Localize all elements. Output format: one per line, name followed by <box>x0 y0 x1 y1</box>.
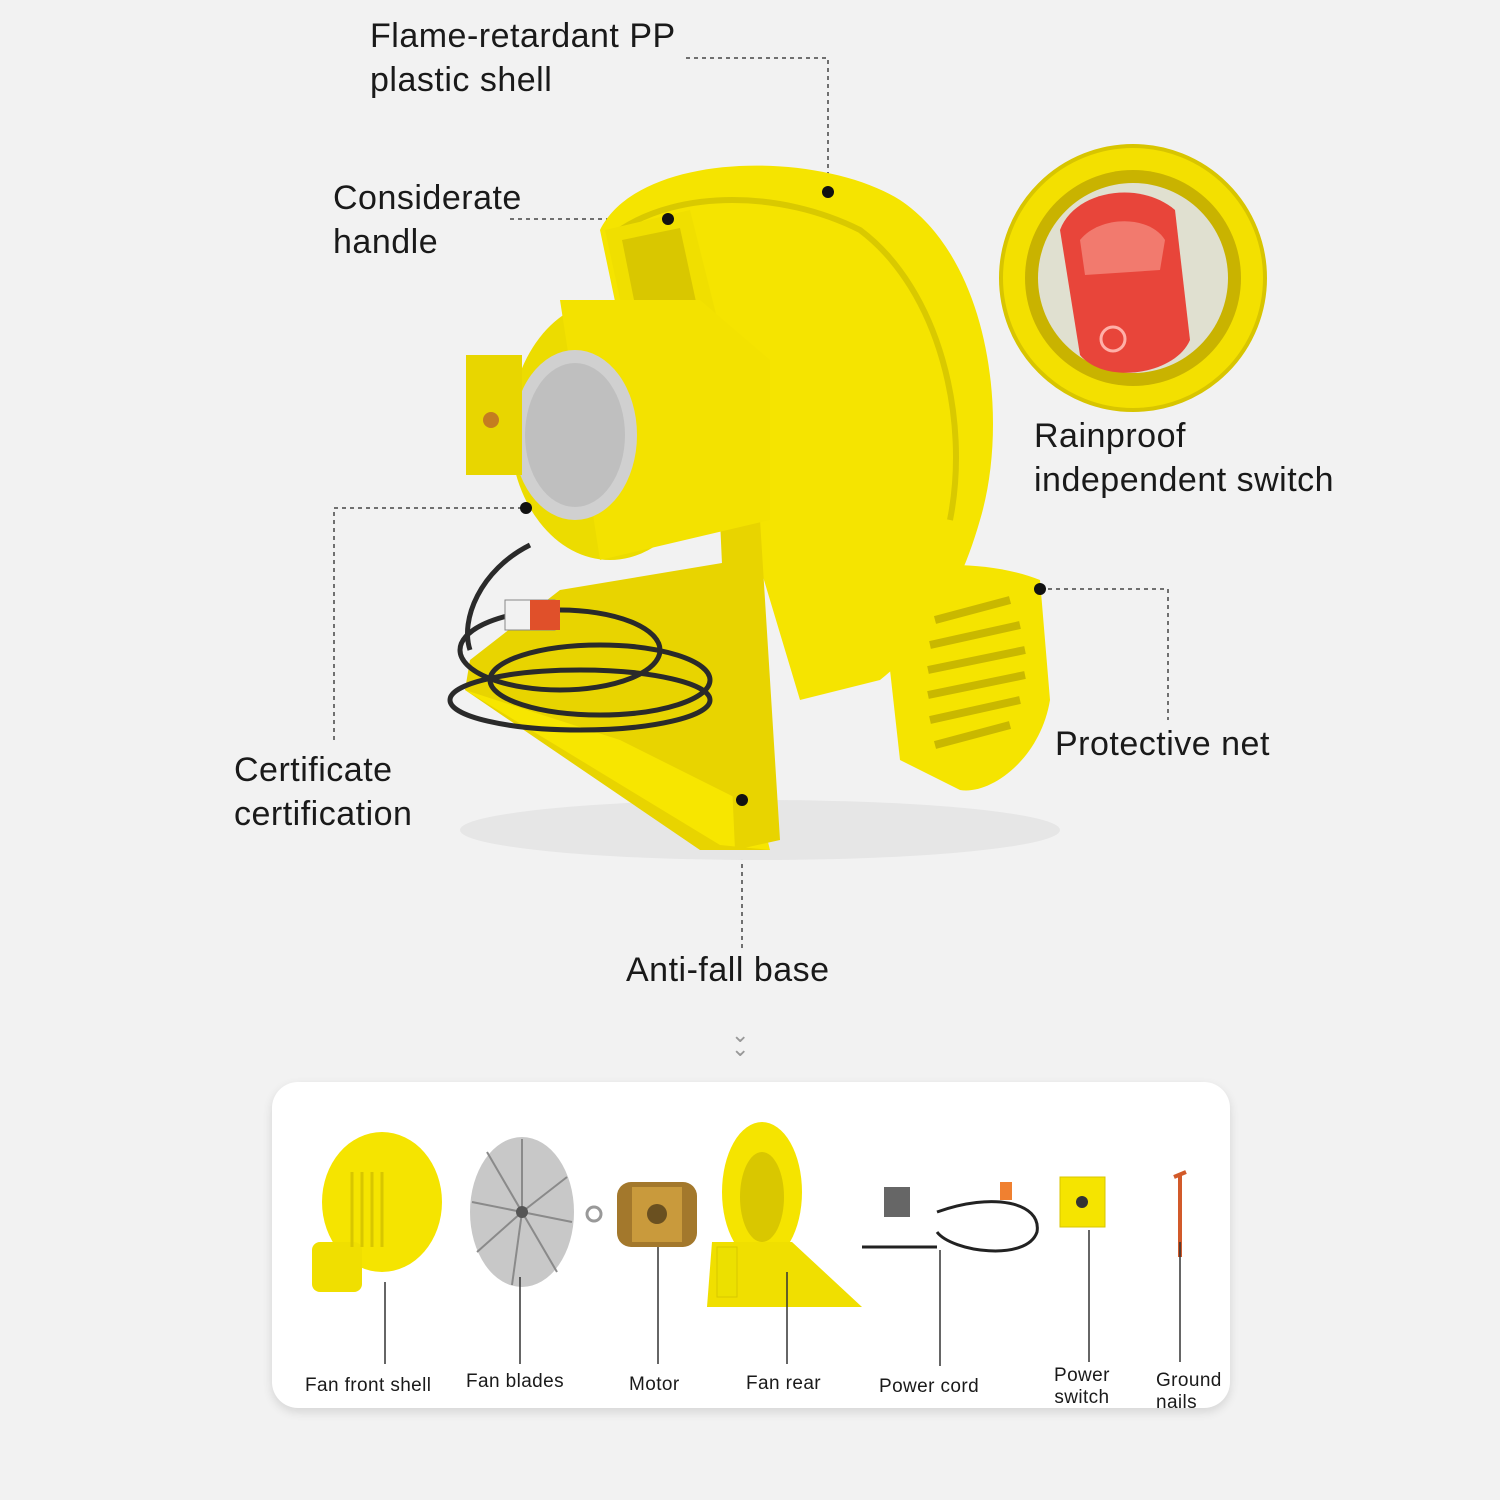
part-label-ground-nails-line1: Ground <box>1156 1370 1222 1391</box>
part-label-motor: Motor <box>629 1374 680 1395</box>
fan-rear-image <box>707 1122 862 1307</box>
net-callout: Protective net <box>1055 725 1270 763</box>
fan-blades-image <box>470 1137 574 1287</box>
part-label-fan-front-shell: Fan front shell <box>305 1375 432 1396</box>
shell-callout-dot <box>822 186 834 198</box>
switch-callout-line1: Rainproof <box>1034 417 1186 455</box>
part-label-power-switch-line2: switch <box>1054 1387 1110 1408</box>
shell-callout-line1: Flame-retardant PP <box>370 17 676 55</box>
double-chevron-down-icon: ⌄⌄ <box>731 1022 750 1061</box>
switch-callout: Rainproof independent switch <box>1034 414 1334 502</box>
handle-callout: Considerate handle <box>333 176 522 264</box>
cert-callout-line1: Certificate <box>234 751 393 789</box>
handle-callout-line1: Considerate <box>333 179 522 217</box>
power-cord-image <box>862 1182 1039 1253</box>
blower-illustration <box>333 57 1267 948</box>
power-switch-image <box>1059 1176 1106 1228</box>
base-callout: Anti-fall base <box>626 951 830 989</box>
cert-callout: Certificate certification <box>234 748 412 836</box>
part-label-power-switch-line1: Power <box>1054 1365 1110 1386</box>
handle-callout-dot <box>662 213 674 225</box>
cert-callout-line2: certification <box>234 795 413 833</box>
shell-callout: Flame-retardant PP plastic shell <box>370 14 676 102</box>
cert-callout-dot <box>520 502 532 514</box>
part-label-fan-rear: Fan rear <box>746 1373 822 1394</box>
part-label-ground-nails-line2: nails <box>1156 1392 1198 1413</box>
handle-callout-line2: handle <box>333 223 439 261</box>
base-callout-dot <box>736 794 748 806</box>
part-label-power-cord: Power cord <box>879 1376 980 1397</box>
part-label-fan-blades: Fan blades <box>466 1371 565 1392</box>
part-label-power-switch: Power switch <box>1054 1365 1110 1409</box>
motor-image <box>617 1182 697 1247</box>
net-callout-dot <box>1034 583 1046 595</box>
fan-front-shell-image <box>312 1132 442 1292</box>
switch-callout-line2: independent switch <box>1034 461 1335 499</box>
part-label-ground-nails: Ground nails <box>1156 1370 1222 1414</box>
shell-callout-line2: plastic shell <box>370 61 553 99</box>
parts-panel: Fan front shell Fan blades Motor Fan rea… <box>272 1082 1230 1413</box>
parts-illustrations <box>312 1122 1187 1366</box>
